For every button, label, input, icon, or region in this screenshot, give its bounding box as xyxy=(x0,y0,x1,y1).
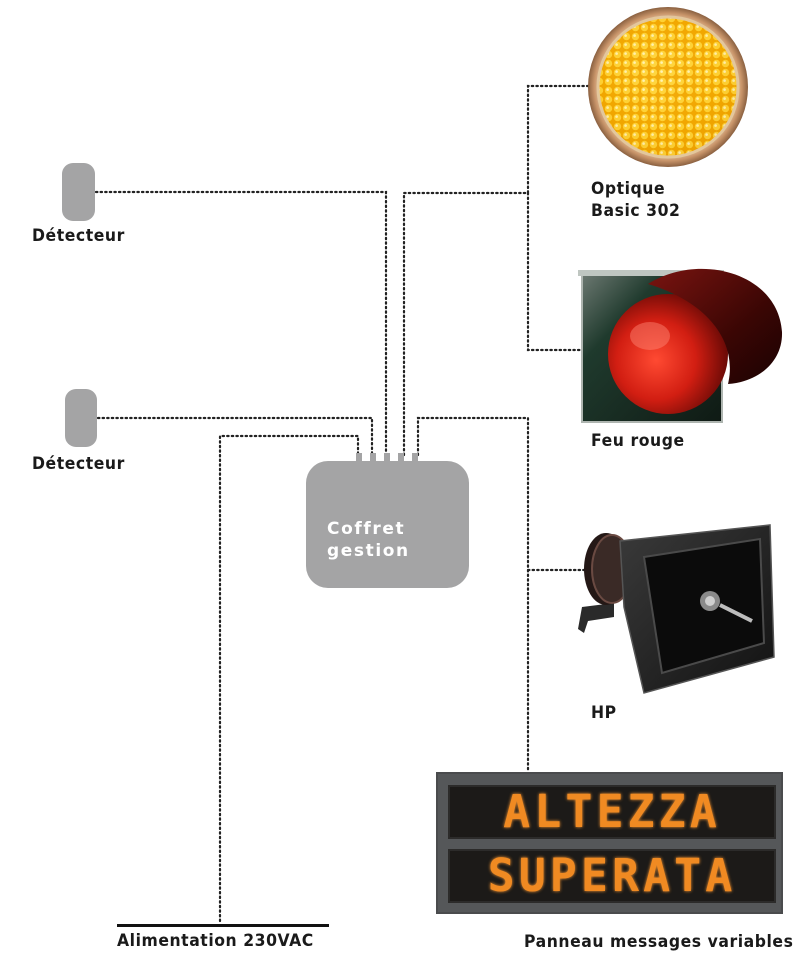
variable-message-sign: ALTEZZA SUPERATA xyxy=(436,772,783,914)
wire-detector-1 xyxy=(94,190,388,457)
panneau-label: Panneau messages variables xyxy=(524,932,794,952)
control-box-label-line2: gestion xyxy=(327,541,410,561)
optique-label-line2: Basic 302 xyxy=(591,201,681,221)
amber-led-beacon-icon xyxy=(588,7,748,167)
control-box-label: Coffret gestion xyxy=(327,518,410,562)
power-supply-label: Alimentation 230VAC xyxy=(117,931,314,951)
detector-1 xyxy=(62,163,95,221)
wire-optique xyxy=(402,84,592,457)
red-traffic-light-icon xyxy=(578,268,783,423)
box-connector-pin xyxy=(398,453,404,462)
wire-hp xyxy=(416,416,586,572)
wire-power xyxy=(218,434,360,923)
power-supply-bar xyxy=(117,924,329,927)
optique-label: Optique Basic 302 xyxy=(591,178,680,222)
sign-message-line-2: SUPERATA xyxy=(448,849,776,903)
hp-label: HP xyxy=(591,703,617,723)
box-connector-pin xyxy=(384,453,390,462)
box-connector-pin xyxy=(356,453,362,462)
wire-detector-2 xyxy=(96,416,374,457)
box-connector-pin xyxy=(370,453,376,462)
optique-label-line1: Optique xyxy=(591,179,666,199)
wire-feu-rouge xyxy=(526,191,584,352)
detector-2-label: Détecteur xyxy=(32,454,125,474)
horn-loudspeaker-icon xyxy=(578,524,775,694)
control-box xyxy=(306,461,469,588)
detector-1-label: Détecteur xyxy=(32,226,125,246)
feu-rouge-label: Feu rouge xyxy=(591,431,685,451)
box-connector-pin xyxy=(412,453,418,462)
sign-message-line-1: ALTEZZA xyxy=(448,785,776,839)
control-box-label-line1: Coffret xyxy=(327,519,406,539)
detector-2 xyxy=(65,389,97,447)
